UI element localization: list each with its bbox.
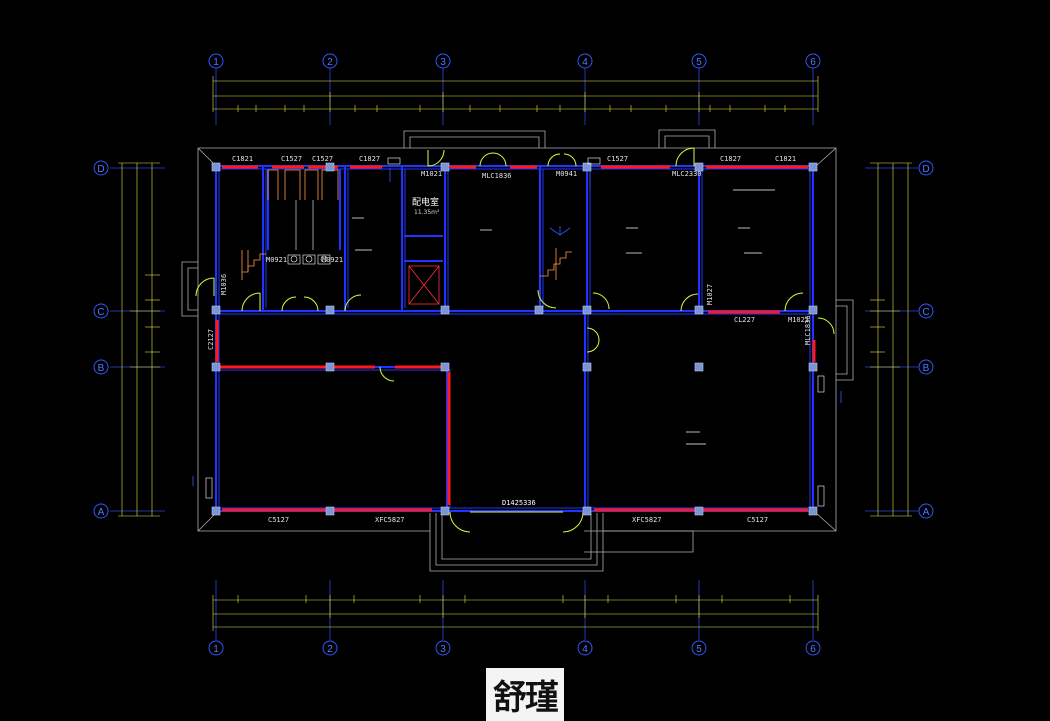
door-label: M1027 (706, 284, 714, 305)
opening-labels: C1821 C1527 C1527 C1827 M1021 MLC1836 M0… (207, 155, 812, 524)
axis-bubble (435, 53, 451, 69)
door-label: D1425336 (502, 499, 536, 507)
axis-label: D (97, 164, 104, 175)
column-axis-lines (110, 68, 918, 640)
axis-label: 2 (327, 57, 333, 68)
stairs (241, 169, 572, 280)
doors (195, 147, 835, 533)
window-label: C5127 (268, 516, 289, 524)
door-label: MLC1836 (482, 172, 512, 180)
dimension-right (870, 162, 912, 517)
axis-bubble (93, 303, 109, 319)
door-label: M0921 (322, 256, 343, 264)
window-label: XFC5827 (375, 516, 405, 524)
window-label: C1527 (312, 155, 333, 163)
walls (215, 165, 814, 512)
axis-label: A (923, 507, 930, 518)
axis-bubbles-right: D C B A (918, 160, 934, 519)
axis-bubble (691, 53, 707, 69)
axis-bubble (805, 53, 821, 69)
axis-bubble (322, 640, 338, 656)
window-label: C2127 (207, 329, 215, 350)
dimension-bottom (212, 595, 819, 631)
window-label: C1527 (607, 155, 628, 163)
axis-bubble (577, 640, 593, 656)
axis-bubble (577, 53, 593, 69)
axis-label: C (922, 307, 929, 318)
axis-label: B (923, 363, 930, 374)
room-area-power: 11.35m² (414, 209, 440, 216)
window-label: CL227 (734, 316, 755, 324)
axis-label: 6 (810, 57, 816, 68)
axis-bubble (918, 303, 934, 319)
axis-label: D (922, 164, 929, 175)
door-label: MLC2330 (672, 170, 702, 178)
axis-label: 1 (213, 57, 219, 68)
door-label: M0941 (556, 170, 577, 178)
window-label: C1821 (232, 155, 253, 163)
door-label: M1021 (788, 316, 809, 324)
dimension-left (118, 162, 160, 517)
window-label: XFC5827 (632, 516, 662, 524)
dimension-top (212, 76, 819, 112)
axis-label: 2 (327, 644, 333, 655)
axis-bubbles-bottom: 1 2 3 4 5 6 (208, 640, 821, 656)
toilet-fixtures (287, 200, 331, 265)
axis-bubble (93, 503, 109, 519)
window-label: C5127 (747, 516, 768, 524)
window-label: C1827 (720, 155, 741, 163)
room-name-power: 配电室 (412, 196, 439, 208)
axis-bubble (208, 53, 224, 69)
axis-label: 1 (213, 644, 219, 655)
axis-bubble (691, 640, 707, 656)
axis-label: 6 (810, 644, 816, 655)
room-annotations (352, 189, 775, 445)
logo: 舒瑾 (486, 668, 564, 721)
axis-label: C (97, 307, 104, 318)
columns (211, 162, 818, 516)
building-outline (181, 129, 854, 572)
axis-label: 5 (696, 57, 702, 68)
axis-bubble (322, 53, 338, 69)
door-label: MLC1836 (804, 315, 812, 345)
side-stubs (205, 157, 825, 507)
axis-bubble (805, 640, 821, 656)
axis-label: A (98, 507, 105, 518)
section-markers (192, 168, 842, 486)
axis-label: 4 (582, 57, 588, 68)
axis-bubble (918, 160, 934, 176)
axis-bubble (208, 640, 224, 656)
door-label: M1021 (421, 170, 442, 178)
door-label: M1036 (220, 274, 228, 295)
axis-bubble (918, 503, 934, 519)
door-label: M0921 (266, 256, 287, 264)
window-label: C1821 (775, 155, 796, 163)
axis-bubbles-left: D C B A (93, 160, 109, 519)
axis-label: B (98, 363, 105, 374)
axis-bubble (918, 359, 934, 375)
windows (215, 165, 816, 512)
axis-bubble (93, 160, 109, 176)
axis-bubble (435, 640, 451, 656)
axis-label: 3 (440, 644, 446, 655)
logo-text: 舒瑾 (493, 678, 559, 718)
axis-bubbles-top: 1 2 3 4 5 6 (208, 53, 821, 69)
axis-label: 5 (696, 644, 702, 655)
axis-label: 3 (440, 57, 446, 68)
elevator-shaft (408, 265, 440, 305)
axis-bubble (93, 359, 109, 375)
window-label: C1827 (359, 155, 380, 163)
axis-label: 4 (582, 644, 588, 655)
window-label: C1527 (281, 155, 302, 163)
walls-thin (218, 168, 811, 509)
